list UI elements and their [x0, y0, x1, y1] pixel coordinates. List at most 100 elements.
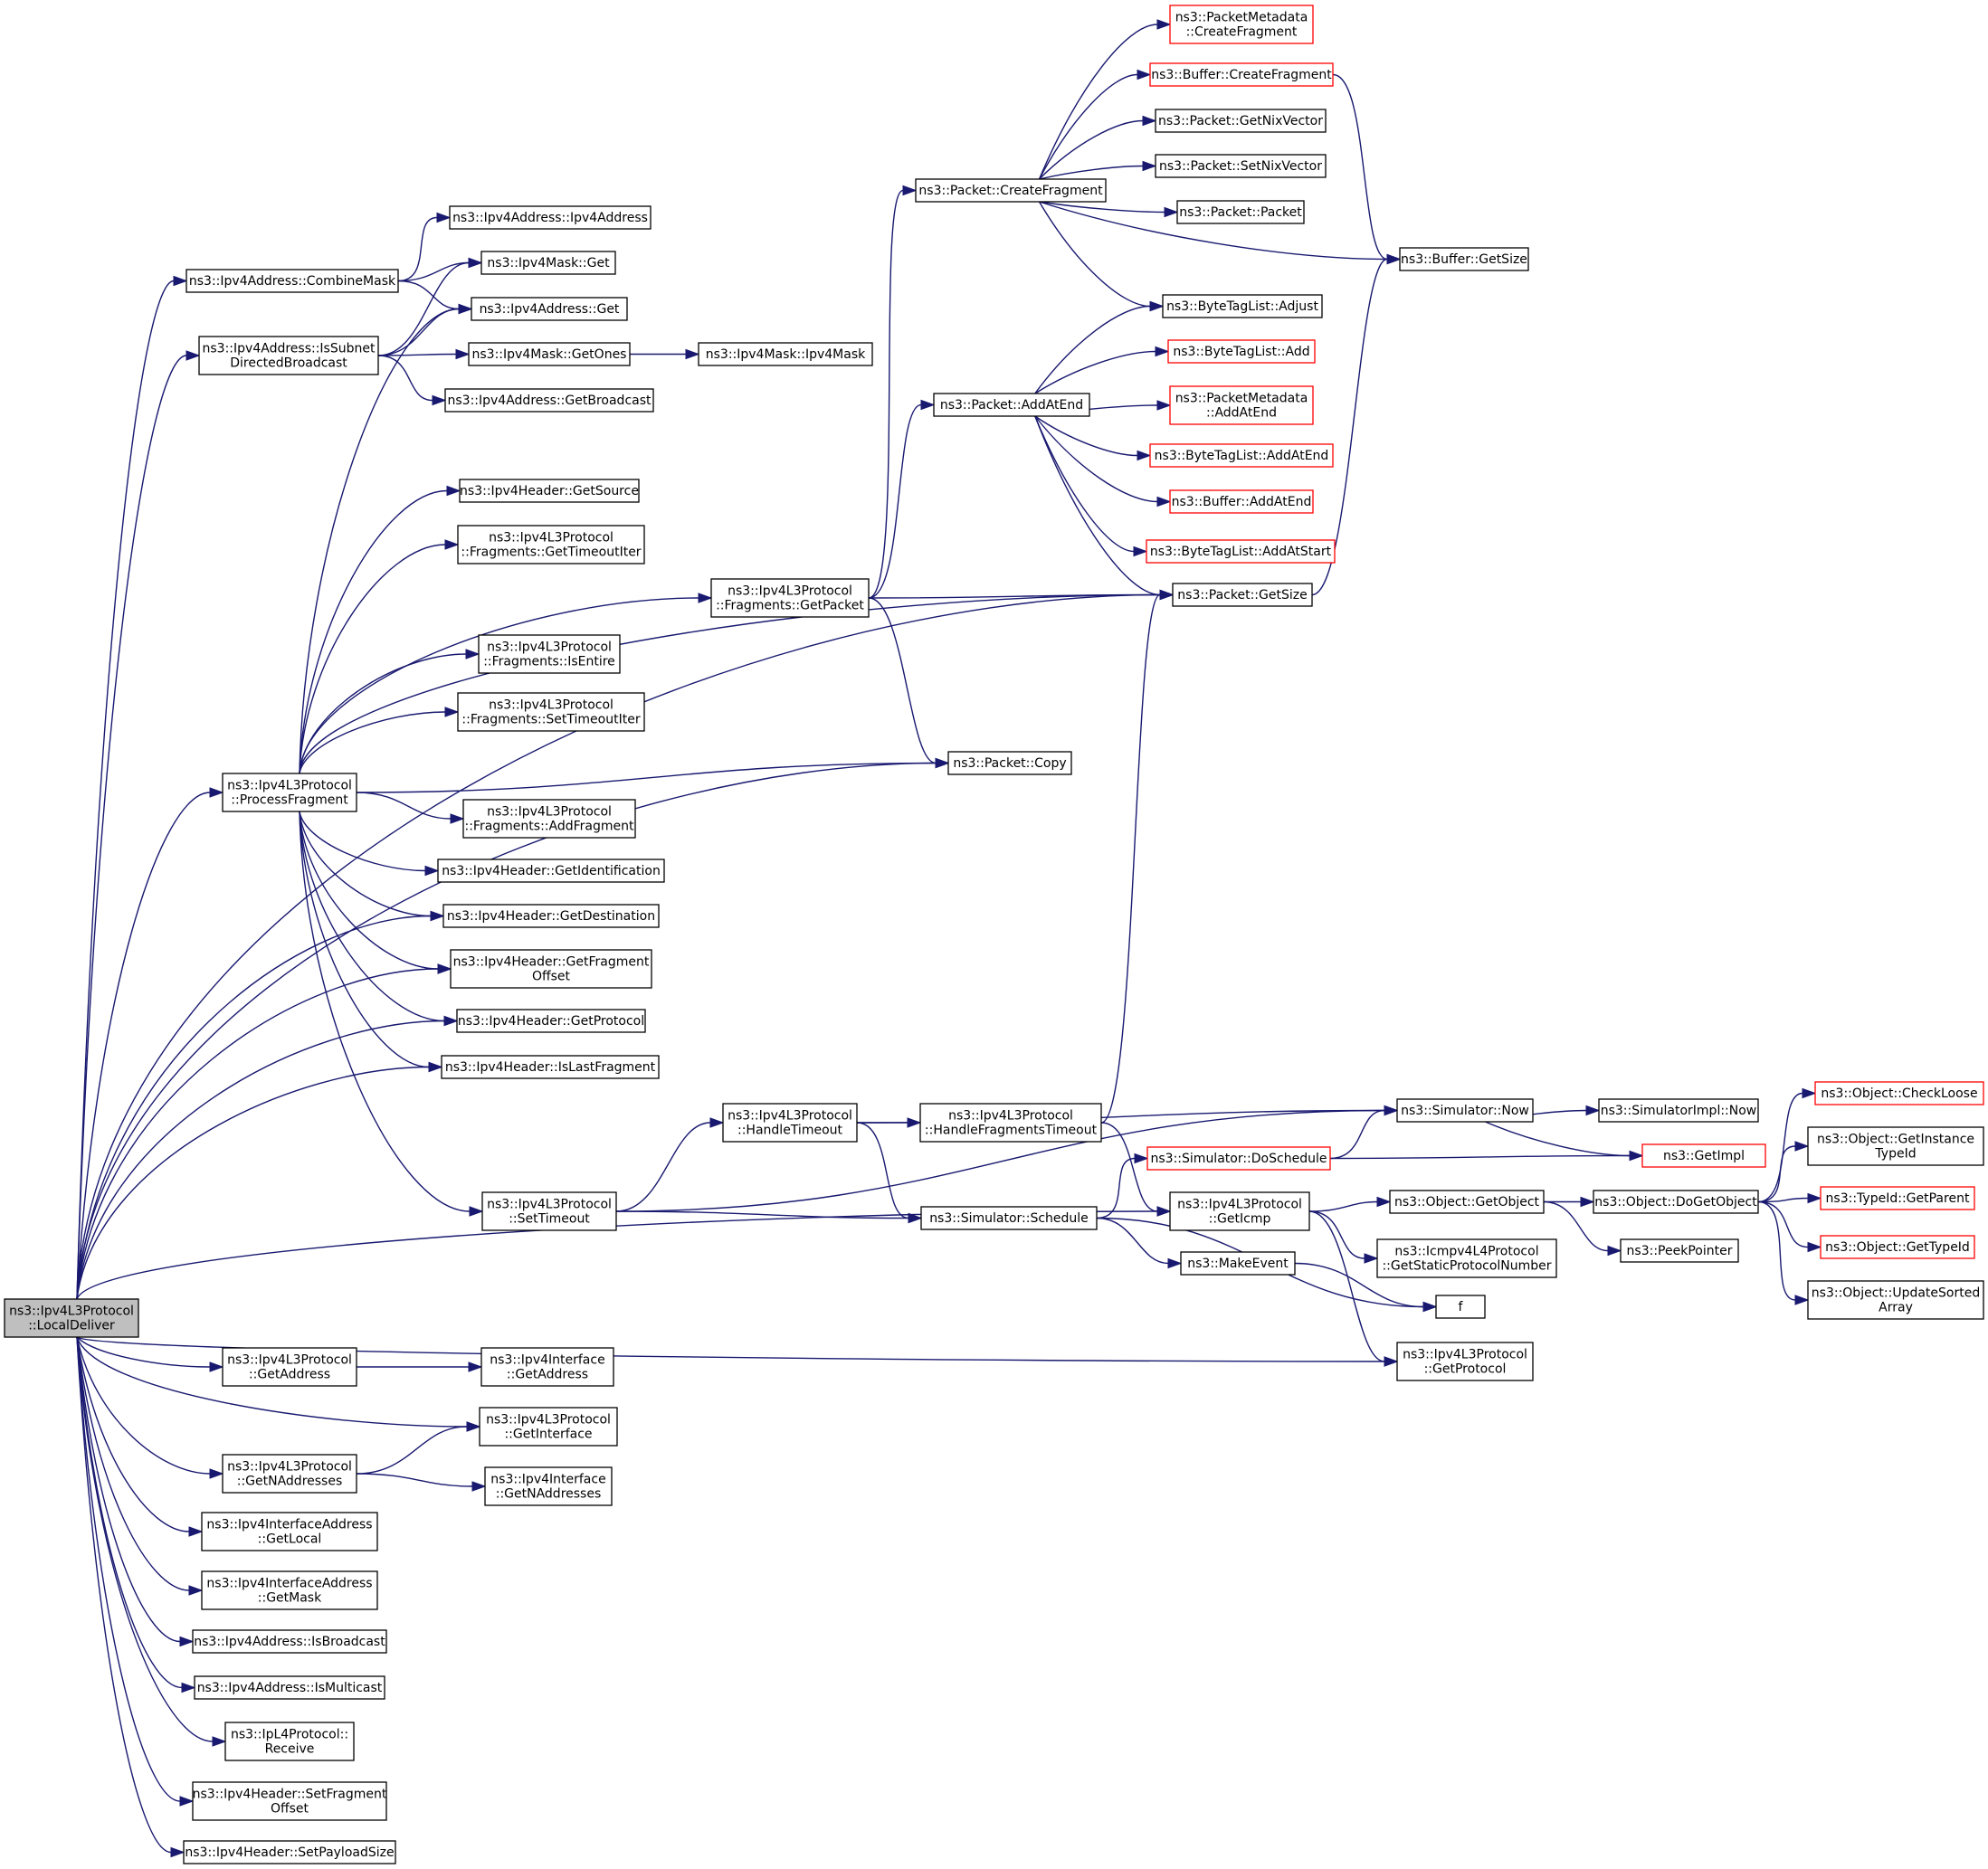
node-label: ::GetProtocol	[1424, 1362, 1507, 1377]
arrowhead-icon	[455, 348, 471, 360]
node-hdr-getprotocol[interactable]: ns3::Ipv4Header::GetProtocol	[456, 1009, 646, 1033]
node-getones[interactable]: ns3::Ipv4Mask::GetOnes	[468, 342, 631, 366]
node-ifaddr-getmask[interactable]: ns3::Ipv4InterfaceAddress::GetMask	[201, 1570, 378, 1610]
node-l3-getinterface[interactable]: ns3::Ipv4L3Protocol::GetInterface	[479, 1407, 618, 1447]
node-setnixvector[interactable]: ns3::Packet::SetNixVector	[1155, 154, 1327, 178]
node-label: ::GetAddress	[507, 1368, 588, 1382]
node-localdeliver[interactable]: ns3::Ipv4L3Protocol::LocalDeliver	[4, 1298, 139, 1338]
node-buf-addatend[interactable]: ns3::Buffer::AddAtEnd	[1169, 489, 1314, 514]
arrowhead-icon	[450, 813, 465, 824]
node-getsource[interactable]: ns3::Ipv4Header::GetSource	[459, 479, 640, 503]
node-packet-getsize[interactable]: ns3::Packet::GetSize	[1172, 583, 1313, 607]
node-if-getaddress[interactable]: ns3::Ipv4Interface::GetAddress	[480, 1347, 614, 1387]
node-btl-addatend[interactable]: ns3::ByteTagList::AddAtEnd	[1149, 443, 1334, 468]
node-getbroadcast[interactable]: ns3::Ipv4Address::GetBroadcast	[444, 388, 654, 413]
node-makeevent[interactable]: ns3::MakeEvent	[1180, 1251, 1296, 1276]
arrowhead-icon	[1802, 1087, 1817, 1099]
node-getnixvector[interactable]: ns3::Packet::GetNixVector	[1155, 109, 1327, 133]
node-ipv4mask-get[interactable]: ns3::Ipv4Mask::Get	[480, 251, 616, 275]
node-processfragment[interactable]: ns3::Ipv4L3Protocol::ProcessFragment	[222, 773, 357, 812]
node-box	[457, 692, 645, 732]
node-btl-add[interactable]: ns3::ByteTagList::Add	[1167, 339, 1316, 364]
call-edge	[1485, 1121, 1631, 1157]
call-edge	[76, 1336, 468, 1428]
node-geticmp[interactable]: ns3::Ipv4L3Protocol::GetIcmp	[1169, 1191, 1310, 1231]
node-l3-getaddress[interactable]: ns3::Ipv4L3Protocol::GetAddress	[222, 1347, 357, 1387]
node-f[interactable]: f	[1435, 1295, 1486, 1319]
arrowhead-icon	[1580, 1196, 1595, 1208]
node-l3-getprotocol[interactable]: ns3::Ipv4L3Protocol::GetProtocol	[1396, 1342, 1534, 1381]
node-handletimeout[interactable]: ns3::Ipv4L3Protocol::HandleTimeout	[722, 1103, 858, 1143]
node-ipv4mask-ctor[interactable]: ns3::Ipv4Mask::Ipv4Mask	[698, 342, 873, 366]
node-frag-settimeoutiter[interactable]: ns3::Ipv4L3Protocol::Fragments::SetTimeo…	[457, 692, 645, 732]
node-btl-adjust[interactable]: ns3::ByteTagList::Adjust	[1162, 294, 1323, 318]
node-islastfragment[interactable]: ns3::Ipv4Header::IsLastFragment	[441, 1055, 660, 1079]
node-isbroadcast[interactable]: ns3::Ipv4Address::IsBroadcast	[192, 1629, 387, 1654]
node-packet-addatend[interactable]: ns3::Packet::AddAtEnd	[933, 393, 1090, 417]
node-if-getnaddresses[interactable]: ns3::Ipv4Interface::GetNAddresses	[484, 1466, 613, 1506]
node-sim-doschedule[interactable]: ns3::Simulator::DoSchedule	[1146, 1146, 1331, 1171]
node-l3-getnaddresses[interactable]: ns3::Ipv4L3Protocol::GetNAddresses	[222, 1454, 357, 1494]
node-label: ns3::Object::GetObject	[1394, 1195, 1540, 1210]
call-edge	[1757, 1145, 1796, 1203]
node-label: ns3::Ipv4Address::IsSubnet	[203, 342, 376, 356]
node-issubnet[interactable]: ns3::Ipv4Address::IsSubnetDirectedBroadc…	[198, 336, 379, 375]
arrowhead-icon	[212, 1736, 227, 1747]
node-sim-now[interactable]: ns3::Simulator::Now	[1396, 1098, 1534, 1123]
node-buf-createfragment[interactable]: ns3::Buffer::CreateFragment	[1149, 62, 1334, 87]
call-edge	[1308, 1200, 1378, 1212]
node-handlefragmentstimeout[interactable]: ns3::Ipv4L3Protocol::HandleFragmentsTime…	[919, 1103, 1102, 1143]
node-label: ns3::Ipv4L3Protocol	[1177, 1198, 1302, 1212]
node-box	[457, 525, 645, 564]
node-typeid-getparent[interactable]: ns3::TypeId::GetParent	[1820, 1186, 1975, 1210]
node-getidentification[interactable]: ns3::Ipv4Header::GetIdentification	[437, 859, 665, 883]
node-obj-dogetobject[interactable]: ns3::Object::DoGetObject	[1593, 1190, 1759, 1214]
node-setpayloadsize[interactable]: ns3::Ipv4Header::SetPayloadSize	[183, 1840, 396, 1864]
node-icmp-getstatic[interactable]: ns3::Icmpv4L4Protocol::GetStaticProtocol…	[1376, 1238, 1557, 1278]
node-frag-getpacket[interactable]: ns3::Ipv4L3Protocol::Fragments::GetPacke…	[710, 578, 870, 618]
node-frag-addfragment[interactable]: ns3::Ipv4L3Protocol::Fragments::AddFragm…	[462, 799, 636, 839]
node-pm-createfragment[interactable]: ns3::PacketMetadata::CreateFragment	[1169, 5, 1314, 44]
node-ifaddr-getlocal[interactable]: ns3::Ipv4InterfaceAddress::GetLocal	[201, 1512, 378, 1551]
node-ipl4-receive[interactable]: ns3::IpL4Protocol::Receive	[224, 1722, 355, 1761]
node-buf-getsize[interactable]: ns3::Buffer::GetSize	[1399, 247, 1529, 271]
node-frag-gettimeoutiter[interactable]: ns3::Ipv4L3Protocol::Fragments::GetTimeo…	[457, 525, 645, 564]
node-ipv4addr-ctor[interactable]: ns3::Ipv4Address::Ipv4Address	[449, 205, 652, 230]
node-settimeout[interactable]: ns3::Ipv4L3Protocol::SetTimeout	[481, 1191, 617, 1231]
call-edge	[377, 355, 433, 402]
call-edge	[356, 1426, 468, 1475]
node-simimpl-now[interactable]: ns3::SimulatorImpl::Now	[1598, 1098, 1759, 1123]
call-edge	[76, 1336, 211, 1368]
node-label: ::GetLocal	[258, 1532, 322, 1547]
node-packet-copy[interactable]: ns3::Packet::Copy	[947, 751, 1072, 775]
node-obj-gettypeid[interactable]: ns3::Object::GetTypeId	[1820, 1235, 1975, 1259]
node-ismulticast[interactable]: ns3::Ipv4Address::IsMulticast	[194, 1675, 385, 1700]
node-ipv4addr-get[interactable]: ns3::Ipv4Address::Get	[471, 297, 628, 321]
call-edge	[1038, 73, 1138, 180]
node-combinemask[interactable]: ns3::Ipv4Address::CombineMask	[185, 269, 399, 293]
node-packet-packet[interactable]: ns3::Packet::Packet	[1176, 200, 1305, 224]
call-edge	[356, 762, 937, 793]
node-sim-schedule[interactable]: ns3::Simulator::Schedule	[920, 1206, 1098, 1230]
node-packet-createfragment[interactable]: ns3::Packet::CreateFragment	[915, 178, 1107, 203]
node-label: ::CreateFragment	[1186, 25, 1298, 40]
node-frag-isentire[interactable]: ns3::Ipv4L3Protocol::Fragments::IsEntire	[478, 634, 621, 674]
node-getdestination[interactable]: ns3::Ipv4Header::GetDestination	[442, 904, 660, 928]
node-btl-addatstart[interactable]: ns3::ByteTagList::AddAtStart	[1146, 539, 1336, 564]
node-obj-getobject[interactable]: ns3::Object::GetObject	[1389, 1190, 1545, 1214]
node-pm-addatend[interactable]: ns3::PacketMetadata::AddAtEnd	[1169, 385, 1314, 425]
node-box	[1807, 1280, 1984, 1320]
node-obj-checkloose[interactable]: ns3::Object::CheckLoose	[1814, 1081, 1984, 1105]
arrowhead-icon	[1156, 1206, 1172, 1217]
arrowhead-icon	[1384, 1105, 1399, 1116]
call-edge	[1100, 1122, 1158, 1212]
node-getimpl[interactable]: ns3::GetImpl	[1641, 1143, 1766, 1168]
arrowhead-icon	[1137, 450, 1152, 461]
node-peekpointer[interactable]: ns3::PeekPointer	[1620, 1238, 1739, 1263]
node-box	[1155, 109, 1327, 133]
arrowhead-icon	[685, 348, 700, 360]
